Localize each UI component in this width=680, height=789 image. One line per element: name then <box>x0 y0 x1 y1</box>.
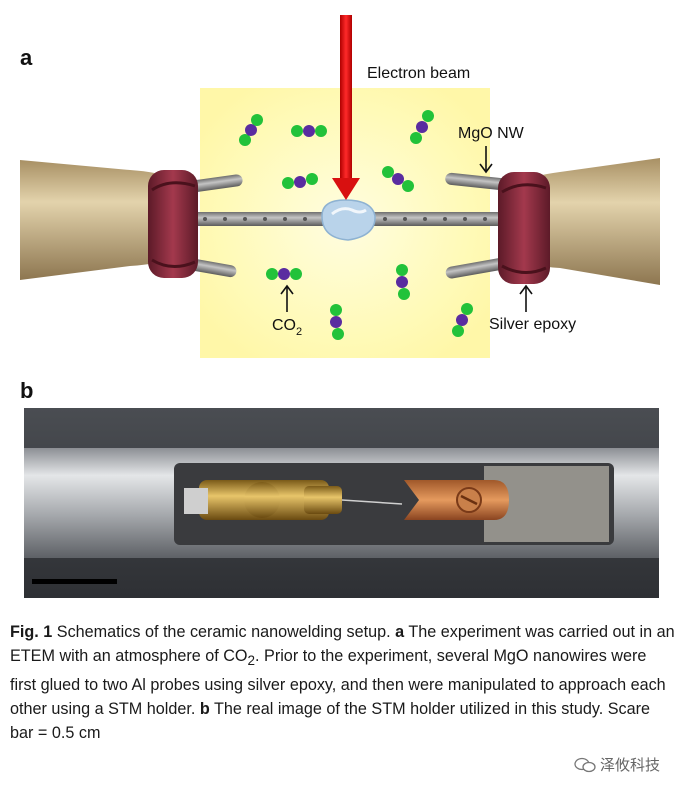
scale-bar <box>32 579 117 584</box>
silver-epoxy-pointer-arrow <box>519 284 533 312</box>
caption-text-4: The real image of the STM holder utilize… <box>10 700 651 743</box>
co2-pointer-arrow <box>280 284 294 312</box>
caption-text-3: . Prior to the experiment, several MgO n… <box>10 647 666 719</box>
caption-text-1: Schematics of the ceramic nanowelding se… <box>52 623 396 641</box>
silver-epoxy-label: Silver epoxy <box>489 316 576 333</box>
caption-co2-subscript: 2 <box>247 653 256 669</box>
panel-a-label: a <box>20 45 33 70</box>
right-al-probe <box>522 158 660 285</box>
watermark-text: 泽攸科技 <box>599 757 660 774</box>
electron-beam-label: Electron beam <box>367 65 470 82</box>
watermark: 泽攸科技 <box>574 754 660 775</box>
caption-panel-b-ref: b <box>199 700 210 719</box>
left-silver-epoxy <box>148 170 198 278</box>
figure-caption: Fig. 1 Schematics of the ceramic nanowel… <box>10 620 675 745</box>
figure-number: Fig. 1 <box>10 623 53 641</box>
stm-tip-wire <box>341 499 403 505</box>
mgo-nw-pointer-arrow <box>479 146 493 174</box>
panel-b-label: b <box>20 378 34 403</box>
electron-beam-arrow <box>340 15 352 185</box>
co2-molecules <box>239 110 473 340</box>
caption-panel-a-ref: a <box>395 623 405 641</box>
nanowelding-schematic: Electron beam MgO NW CO2 Silver epoxy <box>20 15 660 358</box>
co2-label: CO2 <box>272 317 302 338</box>
nanowire-pores <box>203 217 487 221</box>
stm-holder-photo <box>24 408 659 598</box>
wechat-icon <box>574 757 596 772</box>
weld-junction <box>321 199 376 241</box>
caption-text-2: The experiment was carried out in an ETE… <box>10 623 675 665</box>
right-silver-epoxy <box>498 172 550 284</box>
mgo-nw-label: MgO NW <box>458 125 525 142</box>
right-side-nanowires <box>445 172 507 279</box>
left-al-probe <box>20 160 168 280</box>
